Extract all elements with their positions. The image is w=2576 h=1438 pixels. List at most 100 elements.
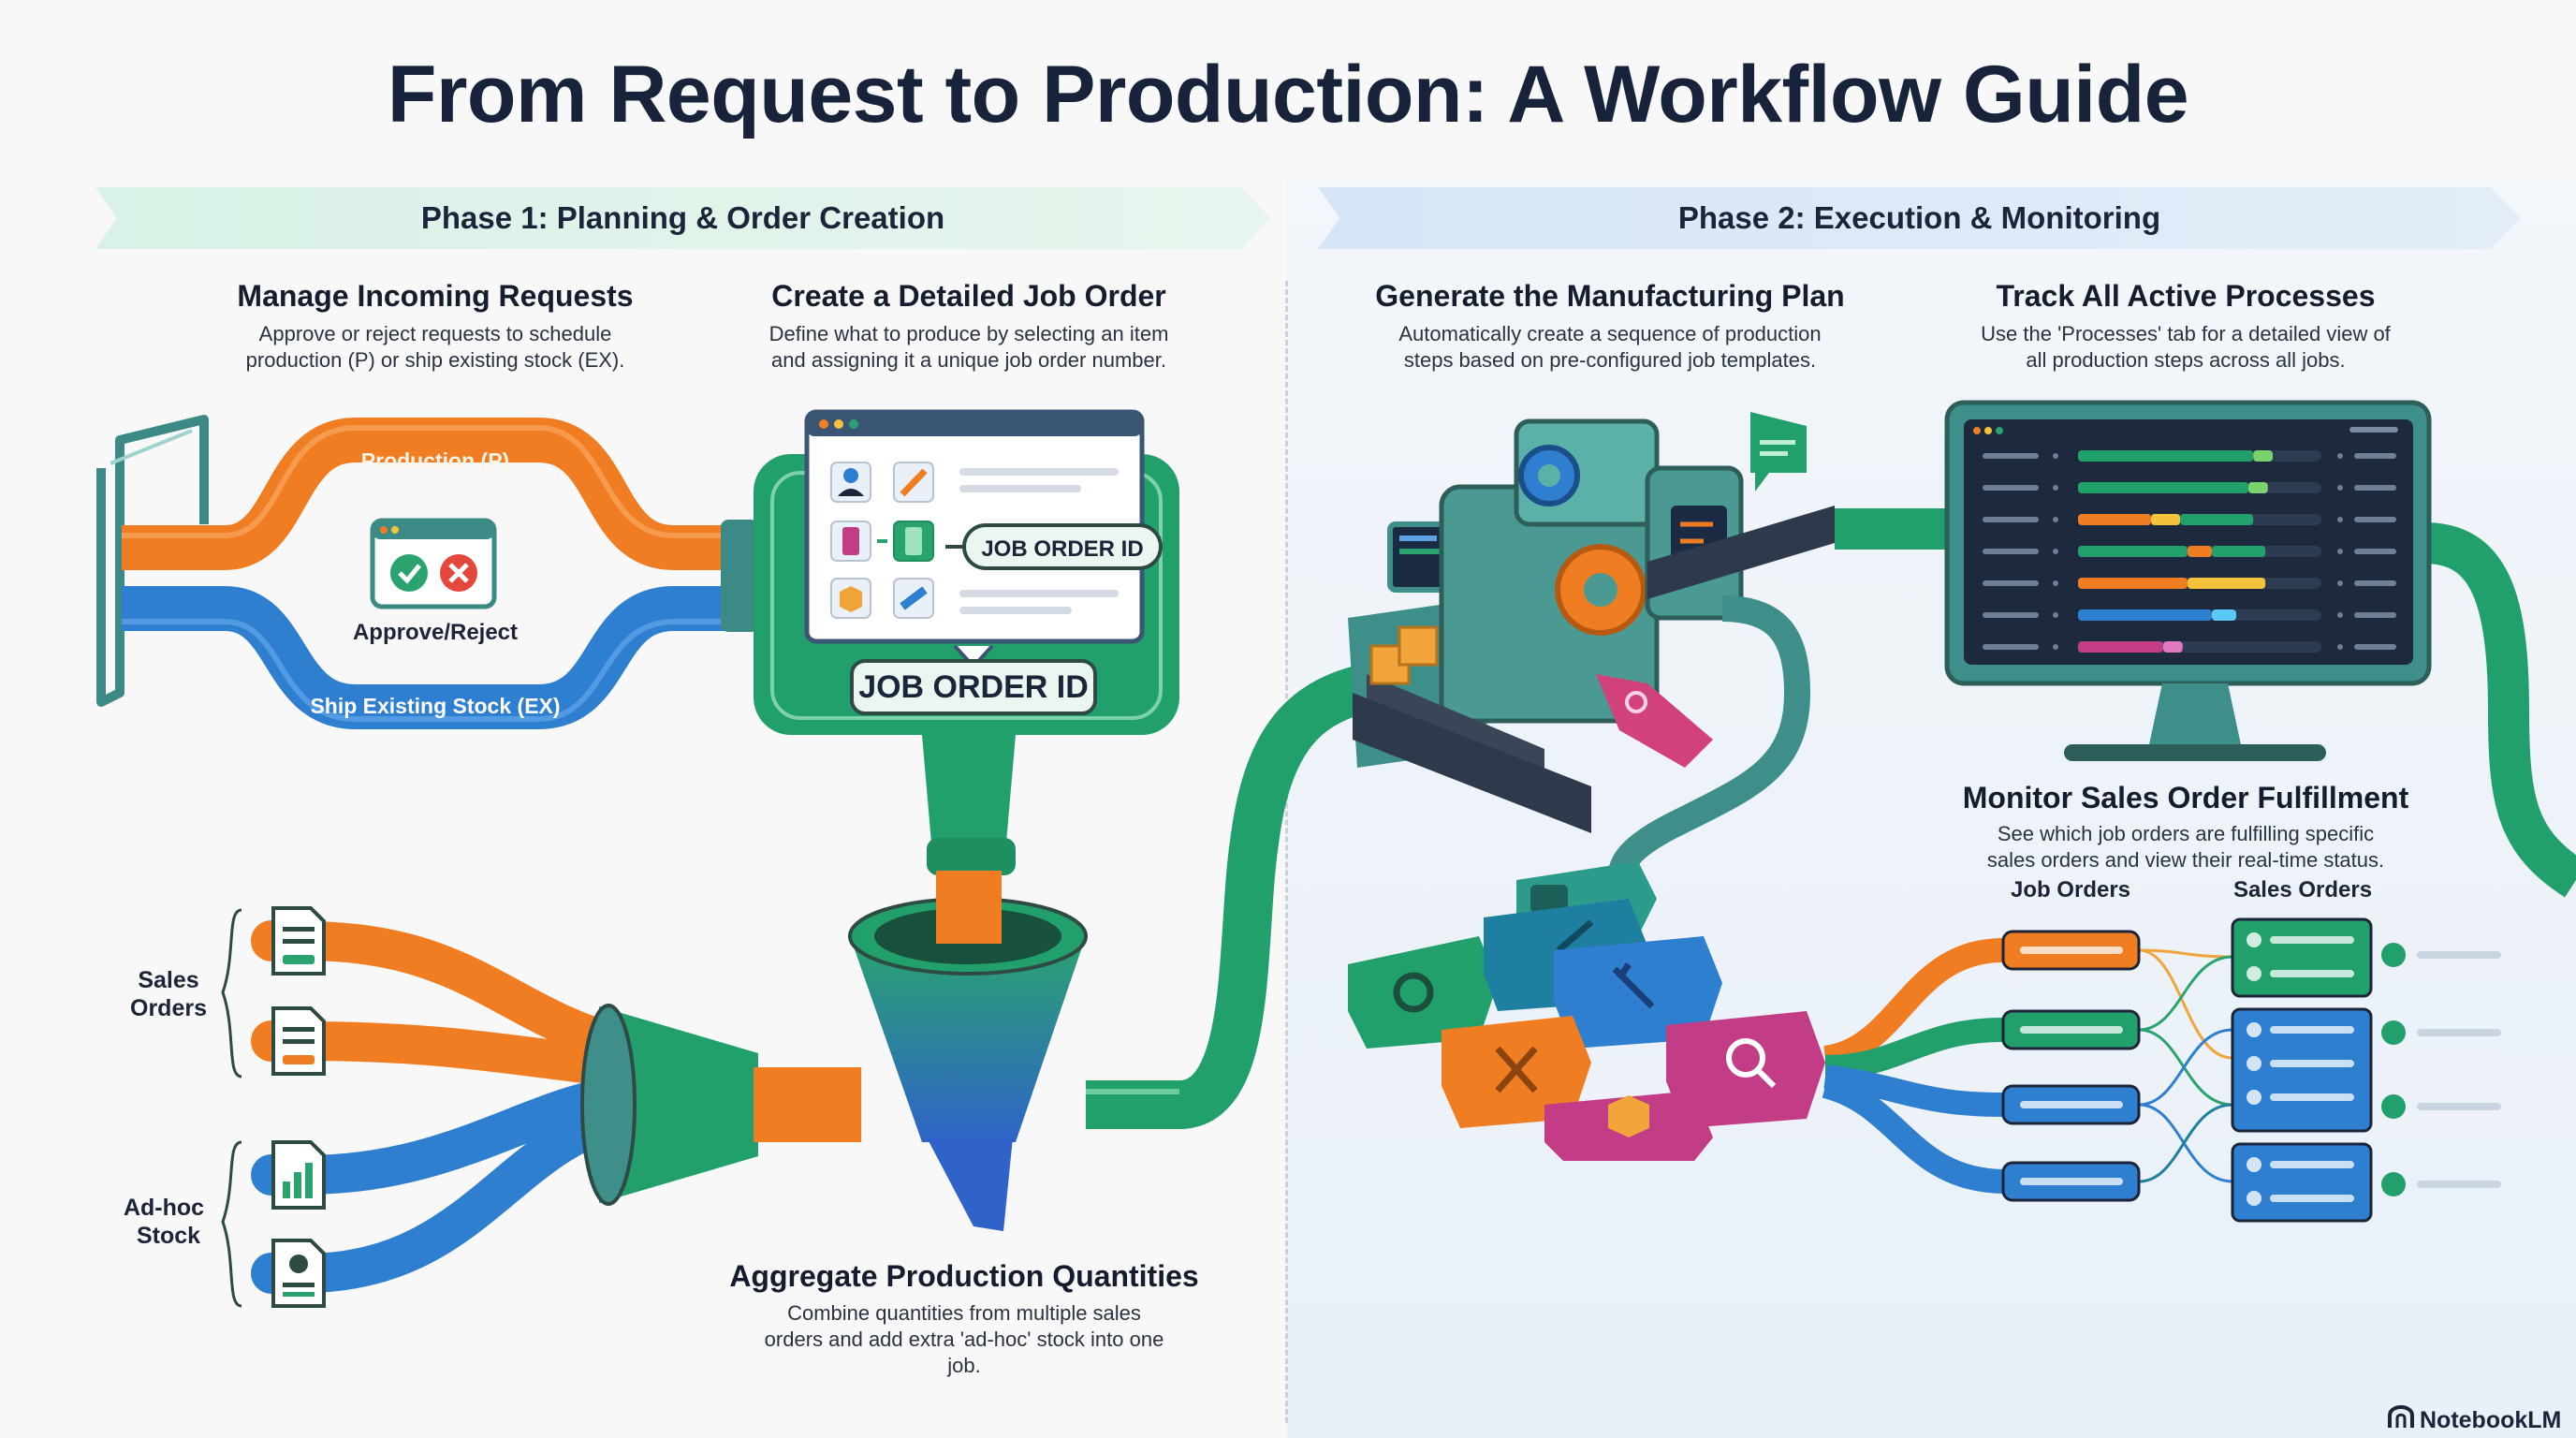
process-row-dot: [2337, 453, 2343, 459]
monitor-sales-desc: See which job orders are fulfilling spec…: [1900, 821, 2471, 873]
hammer-icon: [1556, 919, 1594, 953]
process-row-label: [2354, 453, 2396, 459]
process-row-dot: [2053, 612, 2058, 618]
process-row-label: [1983, 517, 2039, 522]
aggregate-title: Aggregate Production Quantities: [729, 1259, 1199, 1293]
conveyor-belt: [1353, 693, 1591, 833]
manage-requests-title: Manage Incoming Requests: [237, 279, 634, 313]
sales-order-card-dot: [2247, 966, 2261, 981]
process-row-dot: [2053, 485, 2058, 491]
approve-check-icon: [390, 554, 428, 592]
box-icon: [1608, 1095, 1649, 1137]
production-flow-orange: [122, 418, 749, 570]
sales-order-card: [2231, 1142, 2373, 1223]
box-icon: [840, 586, 862, 612]
process-row-label: [2354, 644, 2396, 650]
sales-order-card-line: [2270, 1195, 2354, 1202]
magnifier-icon: [1726, 1038, 1765, 1078]
process-row-label: [1983, 580, 2039, 586]
adhoc-stock-doc-icon: [271, 1239, 326, 1308]
process-row-bar: [2078, 609, 2212, 621]
process-row-dot: [2337, 485, 2343, 491]
sales-order-card-dot: [2247, 932, 2261, 947]
track-processes-desc-line2: all production steps across all jobs.: [2026, 348, 2346, 372]
job-order-machine: [754, 409, 1179, 875]
manage-requests-desc: Approve or reject requests to schedule p…: [192, 321, 679, 374]
side-funnel: [580, 1004, 861, 1206]
gear-icon: [1393, 972, 1434, 1013]
sales-order-card-line: [2270, 1093, 2354, 1101]
manufacturing-plan-desc-line1: Automatically create a sequence of produ…: [1398, 322, 1822, 345]
process-row-dot: [2053, 453, 2058, 459]
process-row-bar: [2212, 546, 2266, 557]
sales-orders-header: Sales Orders: [2233, 877, 2372, 902]
phase-divider: [1285, 281, 1288, 1423]
sales-orders-label-line2: Orders: [130, 995, 207, 1021]
process-row-bar: [2188, 546, 2212, 557]
job-order-bar-line: [2020, 1101, 2123, 1108]
puzzle-steps: [1348, 861, 1825, 1161]
process-row-bar: [2078, 514, 2151, 525]
sales-order-card-line: [2270, 1060, 2354, 1067]
status-line: [2417, 1103, 2501, 1110]
aggregate-desc-line3: job.: [947, 1354, 981, 1377]
manufacturing-plan-desc-line2: steps based on pre-configured job templa…: [1403, 348, 1817, 372]
job-order-bar-line: [2020, 946, 2123, 954]
aggregation-funnel: [848, 871, 1088, 1231]
status-line: [2417, 1029, 2501, 1036]
ship-existing-label: Ship Existing Stock (EX): [310, 694, 560, 718]
manufacturing-plan-desc: Automatically create a sequence of produ…: [1329, 321, 1891, 374]
phase2-banner: Phase 2: Execution & Monitoring: [1318, 187, 2521, 249]
tools-icon: [1495, 1046, 1538, 1093]
sales-order-cards: [2231, 917, 2501, 1223]
process-row-dot: [2053, 644, 2058, 650]
sales-order-card-dot: [2247, 1191, 2261, 1206]
process-row-bar: [2248, 482, 2268, 493]
adhoc-chart-doc-icon: [271, 1140, 326, 1210]
sales-order-doc-icon: [271, 1006, 326, 1076]
user-icon: [843, 468, 858, 483]
parts-icon: [1530, 885, 1568, 913]
process-row-dot: [2337, 517, 2343, 522]
process-row-bar: [2078, 482, 2248, 493]
process-row-bar: [2078, 641, 2163, 653]
production-p-label: Production (P): [361, 448, 509, 473]
job-order-id-tag-text: JOB ORDER ID: [981, 536, 1143, 562]
process-row-bar: [2253, 450, 2273, 462]
monitor-sales-title: Monitor Sales Order Fulfillment: [1962, 781, 2409, 814]
sales-order-card-line: [2270, 1161, 2354, 1168]
phase2-background: [1287, 178, 2576, 1438]
process-row-label: [1983, 549, 2039, 554]
job-order-bars: [2001, 930, 2141, 1202]
brand-name: NotebookLM: [2420, 1407, 2561, 1433]
wrench-icon: [1612, 962, 1655, 1009]
job-order-bar-line: [2020, 1178, 2123, 1185]
process-row-label: [2354, 485, 2396, 491]
status-line: [2417, 951, 2501, 959]
pipe-connector: [721, 520, 758, 632]
package-icon: [1398, 625, 1439, 667]
manage-requests-desc-line2: production (P) or ship existing stock (E…: [245, 348, 625, 372]
sales-bracket: [221, 908, 242, 1078]
printed-ticket-icon: [1596, 674, 1713, 768]
ship-stock-flow-blue: [122, 586, 749, 729]
process-row-label: [1983, 612, 2039, 618]
job-orders-header: Job Orders: [2011, 877, 2130, 902]
part-icon: [900, 586, 928, 610]
process-row-dot: [2337, 612, 2343, 618]
sales-order-card-dot: [2247, 1157, 2261, 1172]
process-row-label: [2354, 612, 2396, 618]
adhoc-bracket: [221, 1140, 242, 1308]
request-gate: [96, 415, 209, 707]
phase1-banner: Phase 1: Planning & Order Creation: [95, 187, 1270, 249]
process-row-bar: [2180, 514, 2254, 525]
pencil-icon: [900, 468, 928, 497]
selected-item-icon: [905, 527, 922, 555]
aggregate-desc-line1: Combine quantities from multiple sales: [787, 1301, 1141, 1325]
sales-order-doc-icon: [271, 906, 326, 976]
process-row-label: [2354, 549, 2396, 554]
input-documents: [251, 906, 623, 1308]
sales-order-card-dot: [2247, 1022, 2261, 1037]
notebooklm-logo-icon: [2388, 1405, 2414, 1428]
status-line: [2417, 1181, 2501, 1188]
